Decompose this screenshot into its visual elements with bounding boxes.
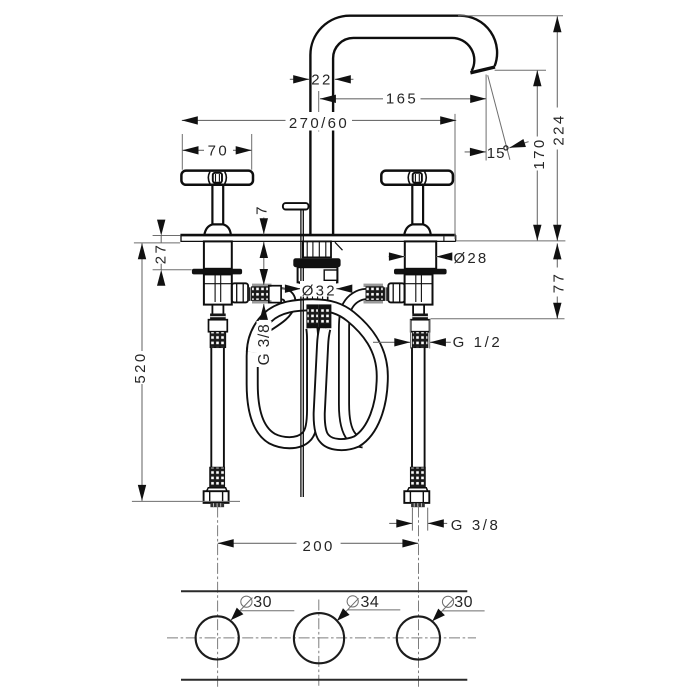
svg-text:70: 70 xyxy=(208,142,230,159)
svg-text:270/60: 270/60 xyxy=(289,115,349,132)
svg-text:G 1/2: G 1/2 xyxy=(453,334,503,351)
svg-text:77: 77 xyxy=(551,272,568,294)
svg-text:G 3/8: G 3/8 xyxy=(451,517,501,534)
svg-text:22: 22 xyxy=(311,72,333,89)
svg-text:30: 30 xyxy=(454,594,473,611)
svg-text:200: 200 xyxy=(302,538,334,555)
svg-text:G 3/8: G 3/8 xyxy=(256,323,273,365)
svg-text:30: 30 xyxy=(253,594,272,611)
svg-text:34: 34 xyxy=(361,594,380,611)
svg-text:520: 520 xyxy=(132,351,149,383)
svg-text:7: 7 xyxy=(254,204,271,215)
svg-text:Ø28: Ø28 xyxy=(454,250,489,267)
svg-text:Ø32: Ø32 xyxy=(302,282,337,299)
svg-text:224: 224 xyxy=(551,113,568,145)
svg-text:15: 15 xyxy=(487,145,506,162)
svg-text:165: 165 xyxy=(386,91,418,108)
svg-text:27: 27 xyxy=(153,243,170,265)
svg-text:170: 170 xyxy=(531,137,548,169)
